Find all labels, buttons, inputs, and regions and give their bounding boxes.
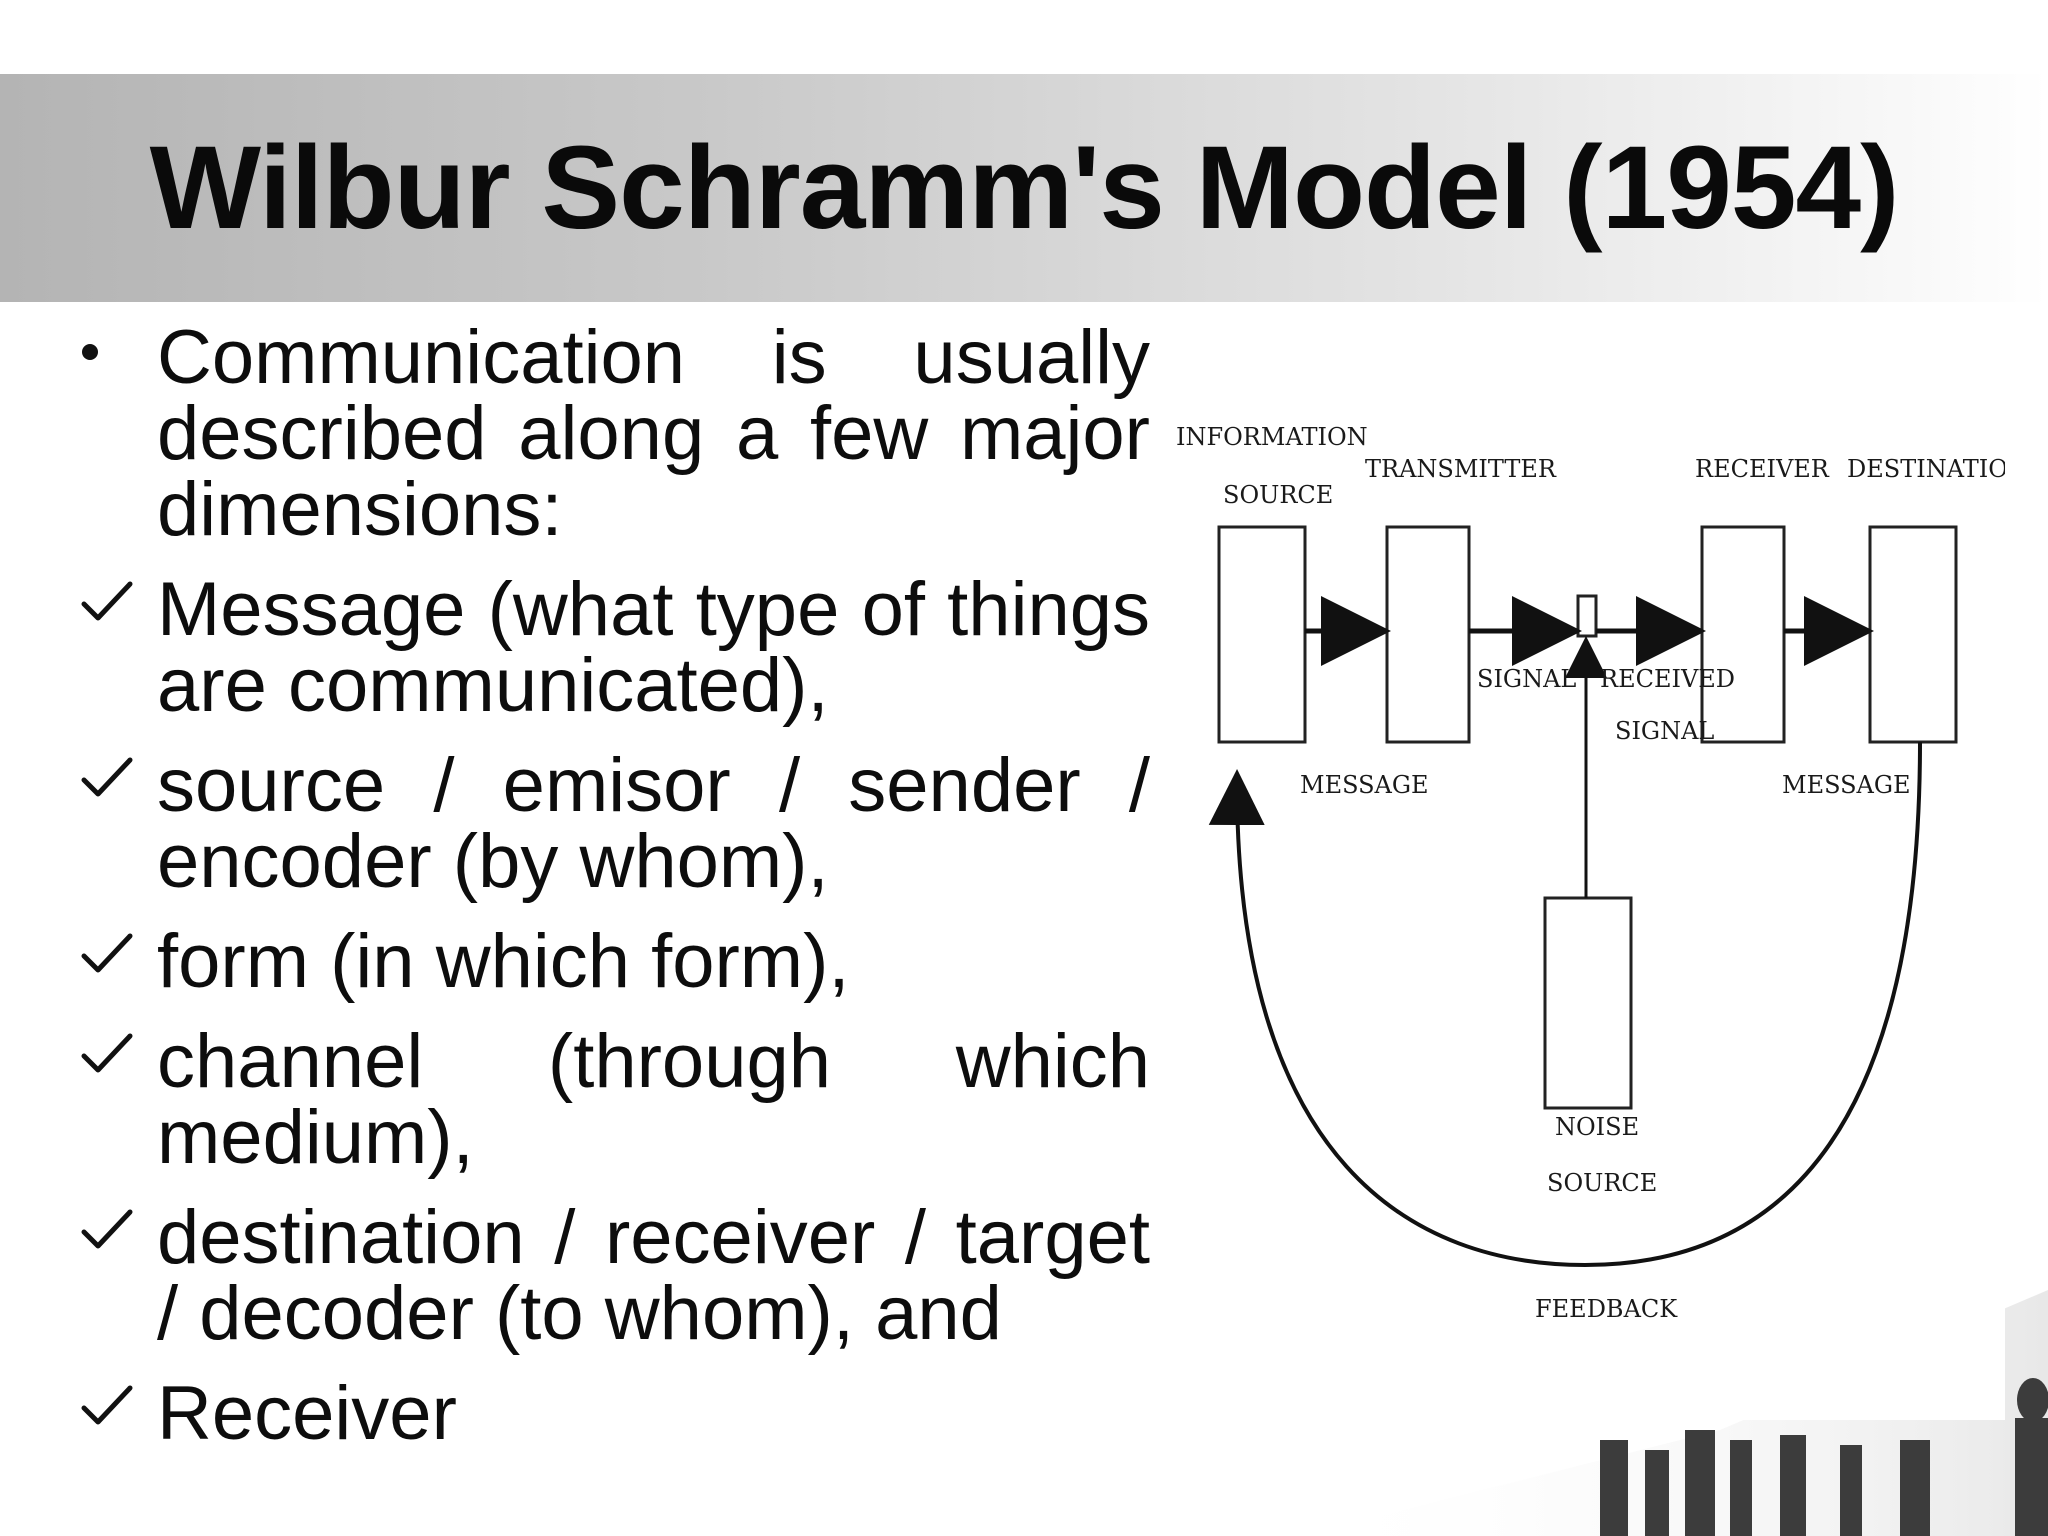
- information-source-box: [1217, 525, 1307, 744]
- noise-source-label-2: SOURCE: [1547, 1169, 1657, 1197]
- people-silhouette-image: [1300, 1290, 2048, 1536]
- checkmark-icon: [80, 1200, 144, 1276]
- channel-box: [1576, 594, 1598, 638]
- bullet-item: destination / receiver / target / decode…: [80, 1200, 1150, 1352]
- message-left-label: MESSAGE: [1300, 771, 1429, 799]
- dot-icon: [80, 320, 144, 396]
- bullet-text: destination / receiver / target / decode…: [157, 1195, 1150, 1356]
- bullet-item: source / emisor / sender / encoder (by w…: [80, 748, 1150, 900]
- bullet-text: form (in which form),: [157, 919, 850, 1004]
- checkmark-icon: [80, 748, 144, 824]
- schramm-model-diagram: INFORMATION SOURCE TRANSMITTER RECEIVER …: [1175, 365, 2005, 1420]
- noise-source-label: NOISE: [1555, 1113, 1639, 1141]
- received-signal-label-2: SIGNAL: [1615, 717, 1714, 745]
- info-source-label-2: SOURCE: [1223, 481, 1333, 509]
- destination-box: [1868, 525, 1958, 744]
- bullet-text: Message (what type of things are communi…: [157, 567, 1150, 728]
- title-band: [0, 74, 2048, 302]
- destination-label: DESTINATION: [1847, 455, 2005, 483]
- info-source-label: INFORMATION: [1176, 423, 1368, 451]
- bullet-text: Receiver: [157, 1371, 457, 1456]
- checkmark-icon: [80, 924, 144, 1000]
- bullet-text: Communication is usually described along…: [157, 315, 1150, 552]
- feedback-loop: [1208, 741, 1922, 1268]
- bullet-item: channel (through which medium),: [80, 1024, 1150, 1176]
- transmitter-label: TRANSMITTER: [1365, 455, 1557, 483]
- noise-source-box: [1543, 896, 1633, 1110]
- bullet-item: Receiver: [80, 1376, 1150, 1452]
- receiver-box: [1700, 525, 1786, 744]
- message-right-label: MESSAGE: [1782, 771, 1911, 799]
- transmitter-box: [1385, 525, 1471, 744]
- bullet-text: source / emisor / sender / encoder (by w…: [157, 743, 1150, 904]
- checkmark-icon: [80, 1376, 144, 1452]
- checkmark-icon: [80, 1024, 144, 1100]
- checkmark-icon: [80, 572, 144, 648]
- slide-title: Wilbur Schramm's Model (1954): [149, 122, 1900, 254]
- bullet-item: form (in which form),: [80, 924, 1150, 1000]
- bullet-item: Communication is usually described along…: [80, 320, 1150, 548]
- received-signal-label: RECEIVED: [1600, 665, 1735, 693]
- feedback-label: FEEDBACK: [1535, 1295, 1678, 1323]
- bullet-list: Communication is usually described along…: [80, 320, 1150, 1476]
- receiver-label: RECEIVER: [1695, 455, 1830, 483]
- signal-label: SIGNAL: [1477, 665, 1576, 693]
- bullet-item: Message (what type of things are communi…: [80, 572, 1150, 724]
- bullet-text: channel (through which medium),: [157, 1019, 1150, 1180]
